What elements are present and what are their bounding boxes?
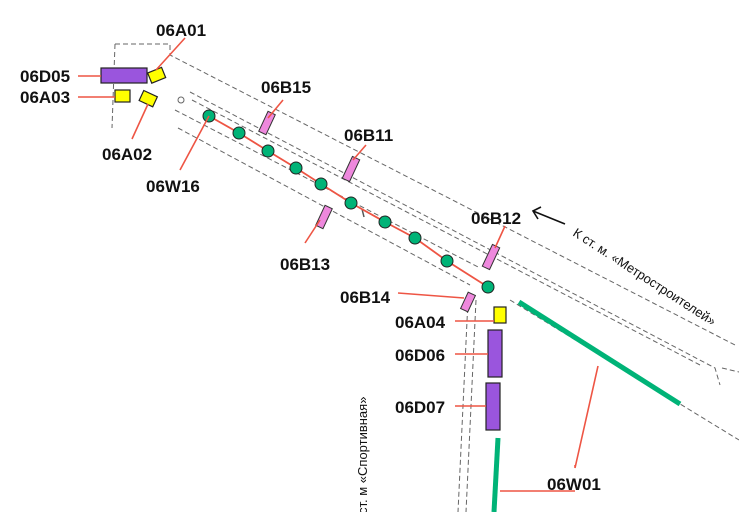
label-06b14: 06B14 xyxy=(340,288,391,307)
a01-block xyxy=(146,66,167,84)
b15-block xyxy=(258,110,276,136)
branch-edge-lower xyxy=(177,127,471,286)
label-06d07: 06D07 xyxy=(395,398,445,417)
a02-block xyxy=(138,89,159,108)
b13-block xyxy=(315,204,333,230)
b13-leader xyxy=(304,219,321,244)
a01-leader xyxy=(155,37,186,71)
direction-label-metrostroiteley: К ст. м. «Метростроителей» xyxy=(570,225,718,329)
label-06d06: 06D06 xyxy=(395,346,445,365)
d07-block xyxy=(485,382,501,431)
label-06b12: 06B12 xyxy=(471,209,521,228)
w16-node xyxy=(481,280,495,294)
b12-block xyxy=(481,243,501,271)
label-06w16: 06W16 xyxy=(146,177,200,196)
w01-leader xyxy=(574,365,599,469)
label-06a03: 06A03 xyxy=(20,88,70,107)
far-east-stub xyxy=(721,367,739,373)
d06-block xyxy=(487,329,503,378)
label-06b15: 06B15 xyxy=(261,78,311,97)
main-tunnel-lower-edge xyxy=(189,91,721,386)
w16-node xyxy=(378,215,392,229)
label-06a02: 06A02 xyxy=(102,145,152,164)
w16-leader xyxy=(179,115,210,171)
left-end-wall xyxy=(111,43,116,129)
w16-node xyxy=(314,177,328,191)
label-06a04: 06A04 xyxy=(395,313,446,332)
b11-block xyxy=(341,155,361,183)
main-tunnel-upper-edge xyxy=(115,43,736,346)
small-marker-circle xyxy=(177,96,185,104)
b14-leader xyxy=(397,292,465,299)
b11-leader xyxy=(352,144,367,161)
label-06b11: 06B11 xyxy=(344,126,393,145)
direction-label-sportivnaya: ст. м «Спортивная» xyxy=(355,397,370,512)
w16-node xyxy=(344,196,358,210)
w16-node xyxy=(261,144,275,158)
leader-lines xyxy=(78,37,599,492)
w01-bar-vertical xyxy=(491,437,501,512)
label-06d05: 06D05 xyxy=(20,67,70,86)
b15-leader xyxy=(267,99,284,119)
w16-chain xyxy=(202,109,495,294)
label-06a01: 06A01 xyxy=(156,21,206,40)
direction-arrow xyxy=(531,206,566,225)
d05-block xyxy=(100,67,148,84)
w16-node xyxy=(232,126,246,140)
label-06b13: 06B13 xyxy=(280,255,330,274)
w01-bar-diagonal xyxy=(517,299,682,407)
w16-connector-line xyxy=(208,115,489,288)
w16-node xyxy=(289,161,303,175)
a02-leader xyxy=(131,103,149,140)
w16-node xyxy=(440,254,454,268)
w16-node xyxy=(408,231,422,245)
b12-leader xyxy=(494,225,506,249)
label-06w01: 06W01 xyxy=(547,475,601,494)
b14-block xyxy=(459,291,477,313)
a03-block xyxy=(114,89,131,103)
main-tunnel-inner-edge xyxy=(191,99,701,366)
a04-block xyxy=(493,306,507,324)
